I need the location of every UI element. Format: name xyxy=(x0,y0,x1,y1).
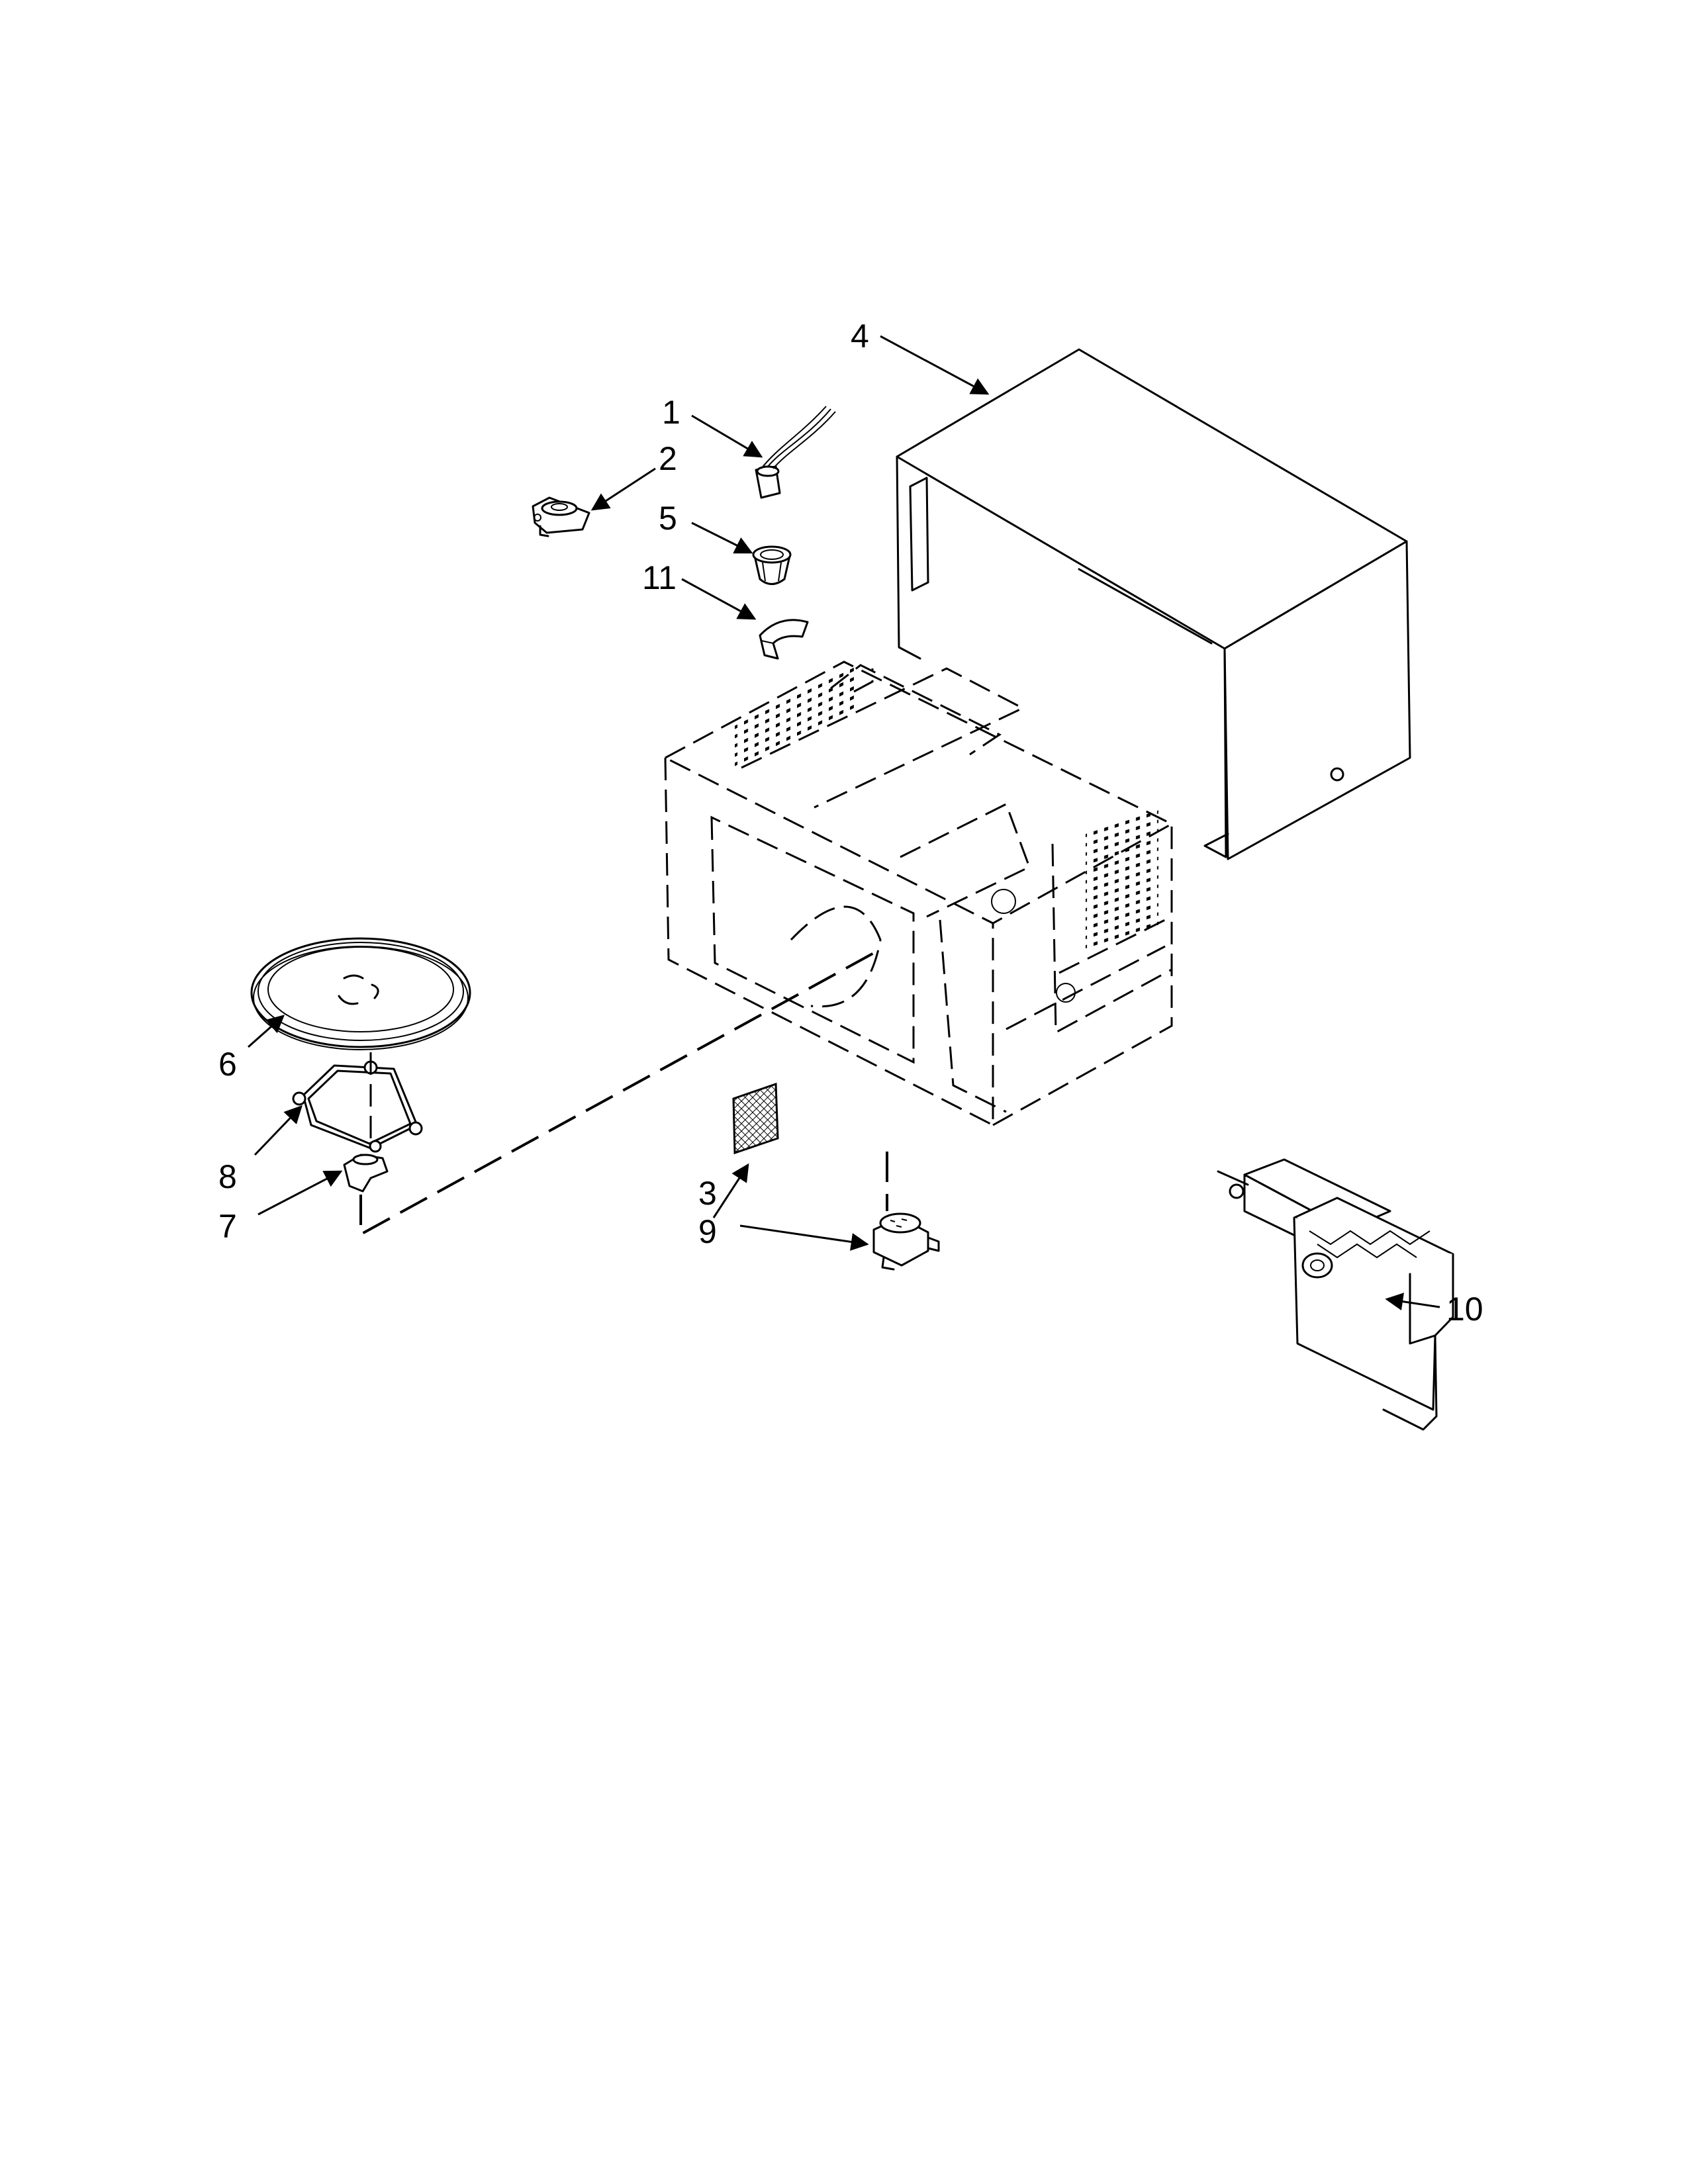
roller-ring-part-8 xyxy=(292,1052,423,1153)
cabinet-wrapper xyxy=(896,348,1411,860)
callout-9: 9 xyxy=(698,1213,717,1250)
callout-7: 7 xyxy=(218,1208,237,1245)
callout-2: 2 xyxy=(659,440,677,477)
clip-part-11 xyxy=(759,619,809,660)
thermostat-part-2 xyxy=(532,496,590,537)
callout-1: 1 xyxy=(662,394,680,431)
waveguide-cover-part-3 xyxy=(732,1082,779,1155)
vent-grille-part-10 xyxy=(1217,1158,1454,1431)
callout-labels: 1 2 5 11 4 6 8 7 3 9 10 xyxy=(218,318,1483,1328)
callout-5: 5 xyxy=(659,500,677,537)
callout-4: 4 xyxy=(851,318,869,355)
oven-cavity-phantom xyxy=(663,660,1174,1127)
callout-3: 3 xyxy=(698,1175,717,1212)
callout-6: 6 xyxy=(218,1046,237,1083)
leader-lines xyxy=(248,335,1440,1310)
turntable-tray-part-6 xyxy=(250,937,471,1050)
callout-11: 11 xyxy=(642,559,677,596)
thermal-cutout-part-1 xyxy=(755,406,836,499)
assembly-lines xyxy=(359,952,888,1237)
turntable-motor-part-9 xyxy=(872,1212,940,1271)
callout-10: 10 xyxy=(1446,1291,1483,1328)
callout-8: 8 xyxy=(218,1158,237,1195)
drive-coupler-part-7 xyxy=(343,1154,389,1193)
coupler-part-5 xyxy=(752,545,792,585)
